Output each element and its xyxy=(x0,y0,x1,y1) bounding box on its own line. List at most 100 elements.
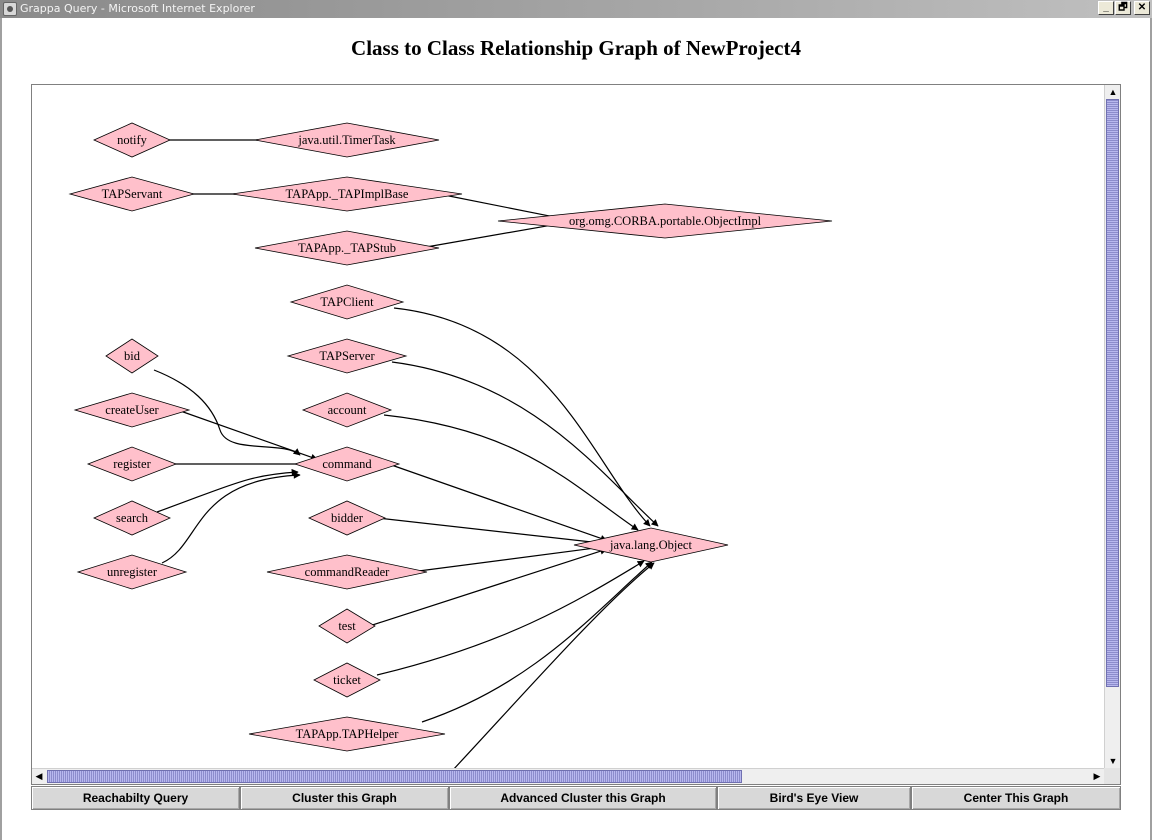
node-shape[interactable] xyxy=(248,716,446,752)
graph-node-tapserver[interactable]: TAPServer xyxy=(286,338,408,374)
graph-edge xyxy=(421,561,653,723)
node-label: createUser xyxy=(105,403,159,417)
graph-edge xyxy=(438,193,567,222)
graph-node-command[interactable]: command xyxy=(293,446,401,482)
graph-node-search[interactable]: search xyxy=(93,500,171,536)
graph-node-timertask[interactable]: java.util.TimerTask xyxy=(254,122,440,158)
node-label: account xyxy=(328,403,367,417)
graph-edge xyxy=(376,560,645,676)
node-shape[interactable] xyxy=(73,392,191,428)
scroll-up-icon[interactable]: ▲ xyxy=(1108,87,1118,97)
node-label: TAPApp._TAPImplBase xyxy=(286,187,409,201)
window-title: Grappa Query - Microsoft Internet Explor… xyxy=(20,2,255,15)
graph-node-javaobject[interactable]: java.lang.Object xyxy=(573,527,729,563)
page-title: Class to Class Relationship Graph of New… xyxy=(351,36,801,60)
node-shape[interactable] xyxy=(293,446,401,482)
node-label: org.omg.CORBA.portable.ObjectImpl xyxy=(569,214,762,228)
graph-edge xyxy=(177,409,318,461)
node-shape[interactable] xyxy=(289,284,405,320)
graph-edge xyxy=(391,361,659,527)
cluster-graph-button[interactable]: Cluster this Graph xyxy=(240,786,449,810)
graph-node-taphelper[interactable]: TAPApp.TAPHelper xyxy=(248,716,446,752)
graph-edge xyxy=(410,544,606,573)
advanced-cluster-button[interactable]: Advanced Cluster this Graph xyxy=(449,786,717,810)
node-label: java.lang.Object xyxy=(609,538,692,552)
reachability-query-button[interactable]: Reachabilty Query xyxy=(31,786,240,810)
graph-node-test[interactable]: test xyxy=(318,608,376,644)
node-shape[interactable] xyxy=(105,338,159,374)
node-label: java.util.TimerTask xyxy=(297,133,396,147)
graph-node-notify[interactable]: notify xyxy=(93,122,171,158)
node-label: TAPServer xyxy=(319,349,375,363)
birds-eye-view-button[interactable]: Bird's Eye View xyxy=(717,786,911,810)
window-frame-left xyxy=(0,18,2,840)
graph-node-unregister[interactable]: unregister xyxy=(76,554,188,590)
node-shape[interactable] xyxy=(254,122,440,158)
horizontal-scrollbar[interactable]: ◀ ▶ xyxy=(32,768,1104,784)
node-shape[interactable] xyxy=(76,554,188,590)
node-shape[interactable] xyxy=(231,176,463,212)
scroll-corner xyxy=(1104,768,1120,784)
graph-edge xyxy=(453,562,655,768)
vertical-scrollbar[interactable]: ▲ ▼ xyxy=(1104,85,1120,768)
node-shape[interactable] xyxy=(93,500,171,536)
graph-edge xyxy=(383,414,639,531)
node-label: register xyxy=(113,457,151,471)
scroll-right-icon[interactable]: ▶ xyxy=(1093,771,1101,781)
graph-node-objectimpl[interactable]: org.omg.CORBA.portable.ObjectImpl xyxy=(497,203,833,239)
graph-node-createuser[interactable]: createUser xyxy=(73,392,191,428)
node-shape[interactable] xyxy=(308,500,386,536)
graph-node-ticket[interactable]: ticket xyxy=(313,662,381,698)
edges-layer xyxy=(153,136,659,768)
scroll-left-icon[interactable]: ◀ xyxy=(35,771,43,781)
node-shape[interactable] xyxy=(86,446,178,482)
graph-node-tapstub[interactable]: TAPApp._TAPStub xyxy=(254,230,440,266)
node-shape[interactable] xyxy=(318,608,376,644)
node-shape[interactable] xyxy=(266,554,428,590)
graph-node-register[interactable]: register xyxy=(86,446,178,482)
node-label: TAPApp.TAPHelper xyxy=(296,727,400,741)
node-label: commandReader xyxy=(305,565,391,579)
graph-node-tapimplbase[interactable]: TAPApp._TAPImplBase xyxy=(231,176,463,212)
node-shape[interactable] xyxy=(497,203,833,239)
node-label: test xyxy=(338,619,356,633)
node-label: bid xyxy=(124,349,141,363)
node-shape[interactable] xyxy=(573,527,729,563)
graph-node-bidder[interactable]: bidder xyxy=(308,500,386,536)
window-frame-right xyxy=(1150,18,1152,840)
graph-action-bar: Reachabilty Query Cluster this Graph Adv… xyxy=(31,786,1121,810)
node-shape[interactable] xyxy=(254,230,440,266)
node-label: search xyxy=(116,511,149,525)
node-shape[interactable] xyxy=(286,338,408,374)
center-graph-button[interactable]: Center This Graph xyxy=(911,786,1121,810)
node-label: TAPApp._TAPStub xyxy=(298,241,396,255)
node-shape[interactable] xyxy=(313,662,381,698)
minimize-button[interactable]: _ xyxy=(1098,1,1114,15)
window-titlebar: Grappa Query - Microsoft Internet Explor… xyxy=(0,0,1152,18)
graph-node-tapclient[interactable]: TAPClient xyxy=(289,284,405,320)
graph-edge xyxy=(161,471,301,564)
graph-edge xyxy=(393,307,651,527)
scroll-down-icon[interactable]: ▼ xyxy=(1108,756,1118,766)
node-label: bidder xyxy=(331,511,364,525)
graph-node-account[interactable]: account xyxy=(301,392,393,428)
graph-node-commandreader[interactable]: commandReader xyxy=(266,554,428,590)
node-label: notify xyxy=(117,133,148,147)
node-shape[interactable] xyxy=(93,122,171,158)
close-button[interactable]: ✕ xyxy=(1134,1,1150,15)
node-label: command xyxy=(322,457,372,471)
restore-button[interactable]: 🗗 xyxy=(1115,1,1131,15)
node-shape[interactable] xyxy=(301,392,393,428)
graph-node-bid[interactable]: bid xyxy=(105,338,159,374)
graph-node-tapservant[interactable]: TAPServant xyxy=(68,176,196,212)
horizontal-scroll-thumb[interactable] xyxy=(47,770,742,783)
vertical-scroll-thumb[interactable] xyxy=(1106,99,1119,687)
graph-edge xyxy=(156,468,299,513)
node-shape[interactable] xyxy=(68,176,196,212)
graph-edge xyxy=(388,463,608,542)
node-label: unregister xyxy=(107,565,158,579)
